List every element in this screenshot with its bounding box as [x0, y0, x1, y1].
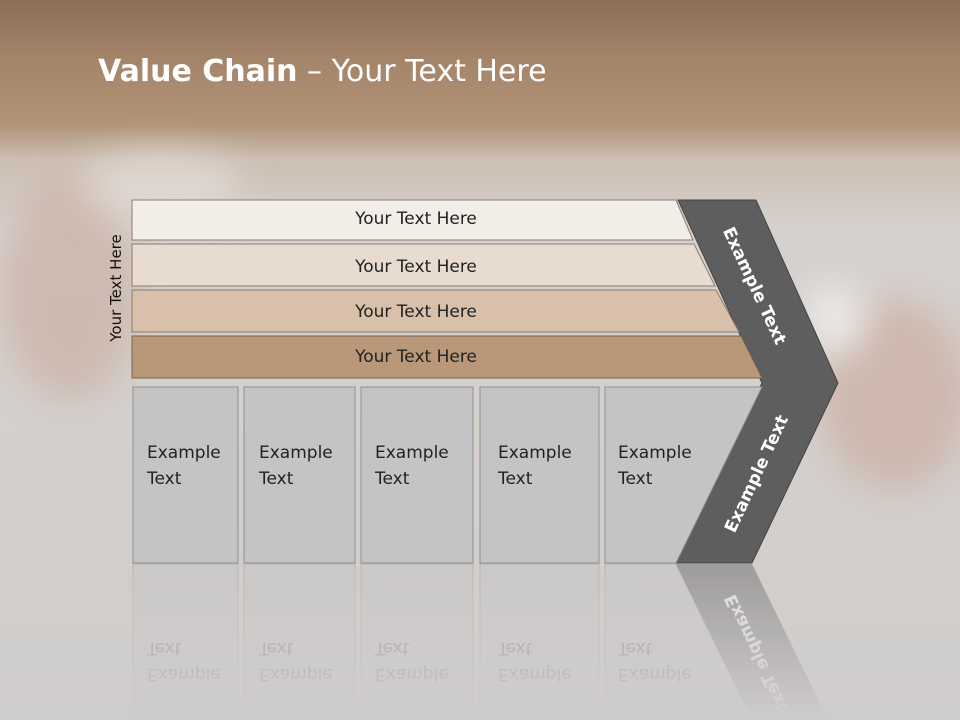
- box-2[interactable]: [243, 386, 356, 564]
- band-2-label: Your Text Here: [354, 257, 477, 277]
- box-5[interactable]: [604, 386, 763, 564]
- background-hand-left: [0, 180, 140, 400]
- band-1-label: Your Text Here: [354, 209, 477, 229]
- box-3[interactable]: [360, 386, 474, 564]
- band-4[interactable]: [131, 335, 763, 379]
- svg-text:Text: Text: [497, 638, 533, 658]
- svg-text:Example: Example: [259, 664, 333, 684]
- box-2-line1: Example: [259, 443, 333, 463]
- box-3-line1: Example: [375, 443, 449, 463]
- title-rest: – Your Text Here: [297, 54, 547, 89]
- box-2-line2: Text: [258, 469, 294, 489]
- svg-text:Example: Example: [498, 664, 572, 684]
- svg-text:Example: Example: [147, 664, 221, 684]
- box-1-line1: Example: [147, 443, 221, 463]
- band-4-label: Your Text Here: [354, 347, 477, 367]
- band-1[interactable]: [131, 199, 694, 241]
- band-3[interactable]: [131, 289, 740, 333]
- box-1-line2: Text: [146, 469, 182, 489]
- chevron-shape: [675, 199, 839, 564]
- box-1[interactable]: [132, 386, 239, 564]
- reflection: Example Text Example Text Example Text E…: [132, 563, 829, 720]
- svg-text:Example: Example: [618, 664, 692, 684]
- slide-title: Value Chain – Your Text Here: [98, 54, 547, 89]
- svg-text:Text: Text: [617, 638, 653, 658]
- box-5-line2: Text: [617, 469, 653, 489]
- box-4[interactable]: [479, 386, 600, 564]
- band-3-label: Your Text Here: [354, 302, 477, 322]
- box-4-line2: Text: [497, 469, 533, 489]
- svg-text:Text: Text: [258, 638, 294, 658]
- title-bold: Value Chain: [98, 54, 298, 89]
- box-3-line2: Text: [374, 469, 410, 489]
- svg-text:Example: Example: [375, 664, 449, 684]
- svg-text:Text: Text: [374, 638, 410, 658]
- box-5-line1: Example: [618, 443, 692, 463]
- svg-text:Text: Text: [146, 638, 182, 658]
- band-2[interactable]: [131, 243, 716, 287]
- box-4-line1: Example: [498, 443, 572, 463]
